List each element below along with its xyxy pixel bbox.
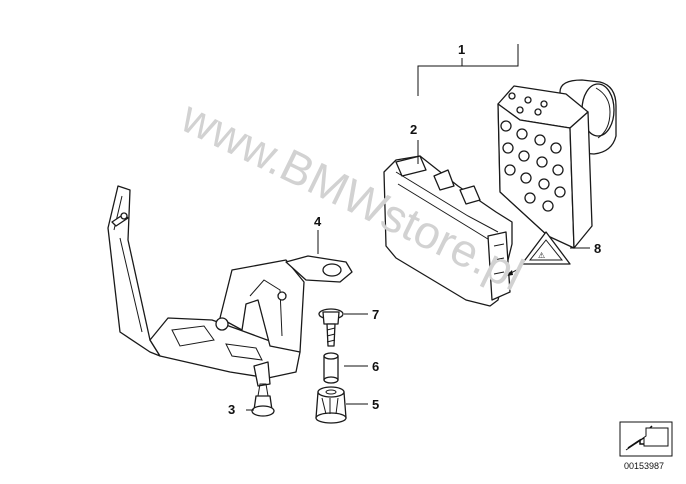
control-unit[interactable] bbox=[383, 155, 513, 307]
hydraulic-unit[interactable] bbox=[497, 79, 617, 249]
callout-7: 7 bbox=[372, 307, 379, 322]
callout-5: 5 bbox=[372, 397, 379, 412]
bolt[interactable] bbox=[318, 308, 344, 347]
svg-text:⚠: ⚠ bbox=[538, 251, 545, 260]
diagram-reference-number: 00153987 bbox=[624, 461, 664, 471]
hex-screw[interactable] bbox=[251, 383, 275, 417]
callout-1: 1 bbox=[458, 42, 465, 57]
sleeve[interactable] bbox=[323, 352, 339, 384]
callout-2: 2 bbox=[410, 122, 417, 137]
callout-6: 6 bbox=[372, 359, 379, 374]
leader-lines bbox=[246, 44, 590, 411]
callout-3: 3 bbox=[228, 402, 235, 417]
rubber-mount[interactable] bbox=[315, 386, 347, 424]
callout-4: 4 bbox=[314, 214, 322, 229]
reference-box: 00153987 bbox=[619, 421, 673, 471]
callout-8: 8 bbox=[594, 241, 601, 256]
mounting-bracket[interactable] bbox=[107, 185, 353, 387]
warning-label[interactable]: ⚠ bbox=[505, 231, 571, 277]
